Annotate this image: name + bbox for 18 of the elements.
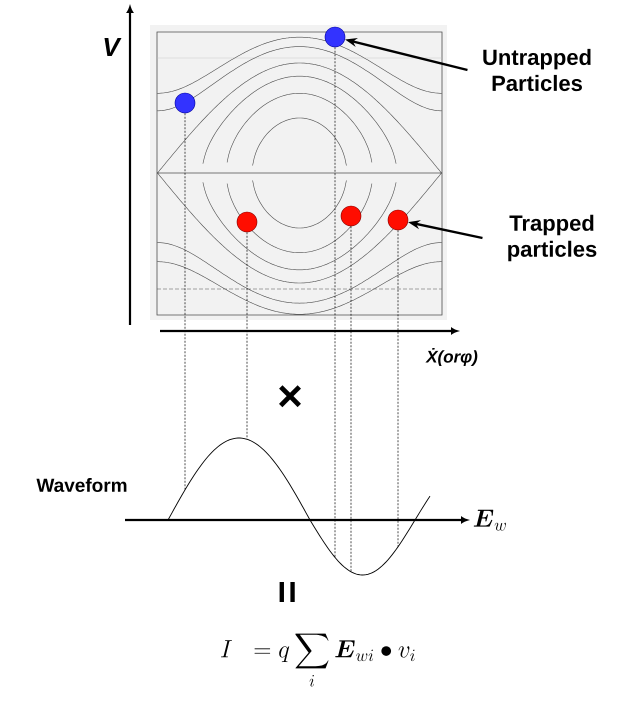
axis-label: Ẋ(orφ) (425, 348, 478, 366)
field-symbol: $\boldsymbol{E}_{w}$ (474, 510, 506, 531)
particle-dot (340, 206, 362, 226)
particle-dot (174, 92, 196, 114)
callout-label: Untrapped Particles (483, 48, 591, 92)
waveform-label: Waveform (36, 478, 126, 492)
callout-label: Trapped particles (508, 214, 596, 262)
particle-dot (236, 212, 258, 232)
waveform-curve-drawing (168, 438, 430, 576)
current-formula: $I \;\;= q\sum_{i}\boldsymbol{E}_{wi}\bullet v_{i}$ (220, 634, 415, 687)
projection-line (350, 226, 352, 572)
particle-dot (324, 26, 346, 48)
projection-line (246, 232, 248, 440)
projection-line (184, 112, 186, 490)
particle-dot (388, 210, 408, 230)
projection-line (334, 46, 336, 558)
multiply-sign: × (279, 385, 301, 408)
axis-label: V (104, 38, 122, 56)
